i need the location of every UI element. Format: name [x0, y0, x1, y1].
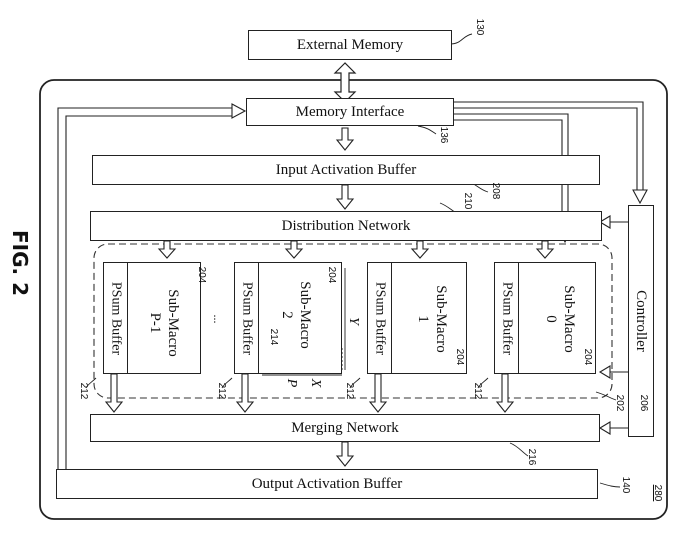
ref-204-2: 204	[326, 266, 337, 284]
oab-to-mi-arrow	[231, 103, 247, 119]
dim-x-label: X	[308, 378, 323, 388]
ctrl-to-macro-arrow	[598, 365, 611, 379]
mi-to-controller-arrow	[632, 189, 648, 205]
ref-204-1: 204	[454, 348, 465, 366]
ref-212-d: 212	[472, 382, 483, 400]
sub-macro-2-label: Sub-Macro 2	[277, 257, 315, 373]
psum-buffer-0: PSum Buffer	[494, 262, 519, 374]
memory-interface-label: Memory Interface	[295, 103, 405, 120]
ref-206: 206	[638, 394, 649, 412]
input-activation-buffer-block: Input Activation Buffer	[92, 155, 600, 185]
arrow-psum-2-to-mn	[235, 373, 255, 413]
sub-macro-ellipsis: ...	[211, 314, 225, 324]
external-memory-block: External Memory	[248, 30, 452, 60]
ref-212-a: 212	[78, 382, 89, 400]
input-activation-buffer-label: Input Activation Buffer	[275, 161, 417, 178]
mi-to-controller-line-b	[454, 107, 638, 195]
ref-136: 136	[438, 126, 449, 144]
arrow-psum-0-to-mn	[495, 373, 515, 413]
distribution-network-block: Distribution Network	[90, 211, 602, 241]
mi-to-dn-line-b	[454, 119, 563, 233]
ext-mem-link-arrow	[333, 62, 357, 103]
dim-y-label: Y	[346, 317, 361, 325]
sub-macro-1-label: Sub-Macro 1	[413, 255, 451, 383]
ctrl-to-mn-arrow	[598, 421, 611, 435]
distribution-network-label: Distribution Network	[281, 217, 411, 234]
output-activation-buffer-block: Output Activation Buffer	[56, 469, 598, 499]
arrow-psum-p1-to-mn	[104, 373, 124, 413]
psum-buffer-p-1-label: PSum Buffer	[108, 281, 124, 355]
arrow-dn-to-sm-p1	[157, 240, 177, 259]
sub-macro-2-index: 2	[279, 311, 296, 319]
ref-216: 216	[526, 448, 537, 466]
figure-label: FIG. 2	[8, 230, 32, 296]
ref-212-b: 212	[216, 382, 227, 400]
psum-buffer-p-1: PSum Buffer	[103, 262, 128, 374]
merging-network-block: Merging Network	[90, 414, 600, 442]
ref-140: 140	[620, 476, 631, 494]
arrow-iab-to-dn	[335, 184, 355, 210]
ctrl-to-dn-arrow	[598, 215, 611, 229]
ref-130: 130	[474, 18, 485, 36]
sub-macro-0-name: Sub-Macro	[561, 285, 578, 353]
system-boundary	[39, 79, 668, 520]
external-memory-label: External Memory	[296, 36, 404, 53]
arrow-mi-to-iab	[335, 127, 355, 151]
mi-to-dn-line	[454, 113, 569, 233]
sub-macro-1-index: 1	[415, 315, 432, 323]
oab-to-mi-return-b	[65, 115, 236, 471]
control-lines	[57, 101, 648, 471]
psum-buffer-1-label: PSum Buffer	[372, 281, 388, 355]
sub-macro-p-1-label: Sub-Macro P-1	[145, 259, 183, 387]
psum-buffer-0-label: PSum Buffer	[499, 281, 515, 355]
arrow-dn-to-sm-1	[410, 240, 430, 259]
arrow-psum-1-to-mn	[368, 373, 388, 413]
sub-macro-p-1-index: P-1	[147, 312, 164, 334]
ref-210: 210	[462, 192, 473, 210]
psum-buffer-1: PSum Buffer	[367, 262, 392, 374]
sub-macro-p-1-name: Sub-Macro	[165, 289, 182, 357]
macro-boundary	[93, 243, 613, 399]
dim-p-label: P	[284, 378, 299, 388]
mi-to-controller-line	[454, 101, 644, 195]
memory-interface-block: Memory Interface	[246, 98, 454, 126]
down-arrows	[104, 127, 555, 467]
ref-204-0: 204	[582, 348, 593, 366]
controller-block: Controller	[628, 205, 654, 437]
sub-macro-1-name: Sub-Macro	[433, 285, 450, 353]
ref-202: 202	[614, 394, 625, 412]
psum-buffer-2-label: PSum Buffer	[239, 281, 255, 355]
sub-macro-0-index: 0	[543, 315, 560, 323]
arrow-dn-to-sm-2	[284, 240, 304, 259]
ref-212-c: 212	[344, 382, 355, 400]
output-activation-buffer-label: Output Activation Buffer	[251, 475, 403, 492]
arrow-dn-to-sm-0	[535, 240, 555, 259]
ref-208: 208	[490, 182, 501, 200]
ref-204-p-1: 204	[196, 266, 207, 284]
arrow-mn-to-oab	[335, 441, 355, 467]
sub-macro-0-label: Sub-Macro 0	[541, 255, 579, 383]
ref-214: 214	[268, 328, 279, 346]
sub-macro-2-name: Sub-Macro	[297, 281, 314, 349]
oab-to-mi-return	[57, 107, 236, 471]
merging-network-label: Merging Network	[291, 419, 399, 436]
psum-buffer-2: PSum Buffer	[234, 262, 259, 374]
ref-280: 280	[652, 484, 663, 502]
